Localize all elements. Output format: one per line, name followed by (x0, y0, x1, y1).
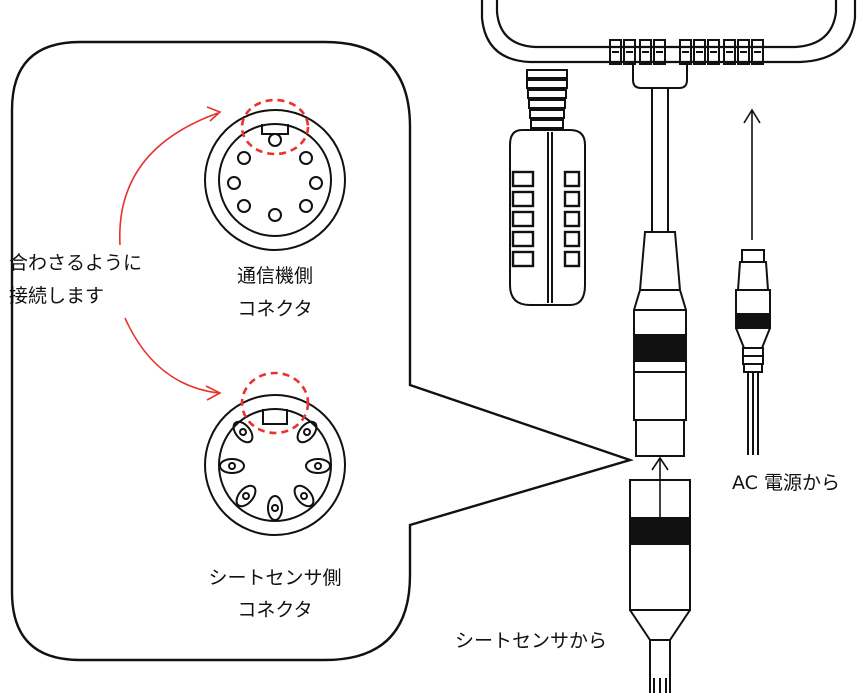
from-ac-power-label: AC 電源から (732, 472, 840, 494)
align-arrows (119, 106, 222, 401)
temperature-humidity-probe (509, 69, 586, 306)
sheet-sensor-plug (629, 479, 691, 693)
device-port-slots (609, 39, 764, 65)
sheet-connector-label-line1: シートセンサ側 (208, 567, 342, 589)
from-sheet-sensor-label: シートセンサから (455, 630, 608, 652)
instruction-line1: 合わさるように (9, 252, 143, 274)
callout-bubble (10, 40, 634, 662)
communication-cable (633, 88, 687, 457)
device-cable-stub (632, 62, 688, 89)
comm-side-connector (204, 109, 346, 251)
comm-connector-label-line1: 通信機側 (236, 265, 313, 287)
comm-key-highlight (240, 98, 310, 156)
sheet-side-connector (204, 394, 346, 536)
communication-device (480, 0, 857, 64)
ac-adapter-plug (735, 249, 771, 455)
insert-arrow (651, 456, 669, 518)
comm-connector-label-line2: コネクタ (237, 298, 313, 320)
up-arrow-to-device (743, 108, 761, 240)
instruction-line2: 接続します (9, 285, 105, 307)
sheet-connector-label-line2: コネクタ (237, 599, 313, 621)
sheet-key-highlight (240, 371, 310, 435)
